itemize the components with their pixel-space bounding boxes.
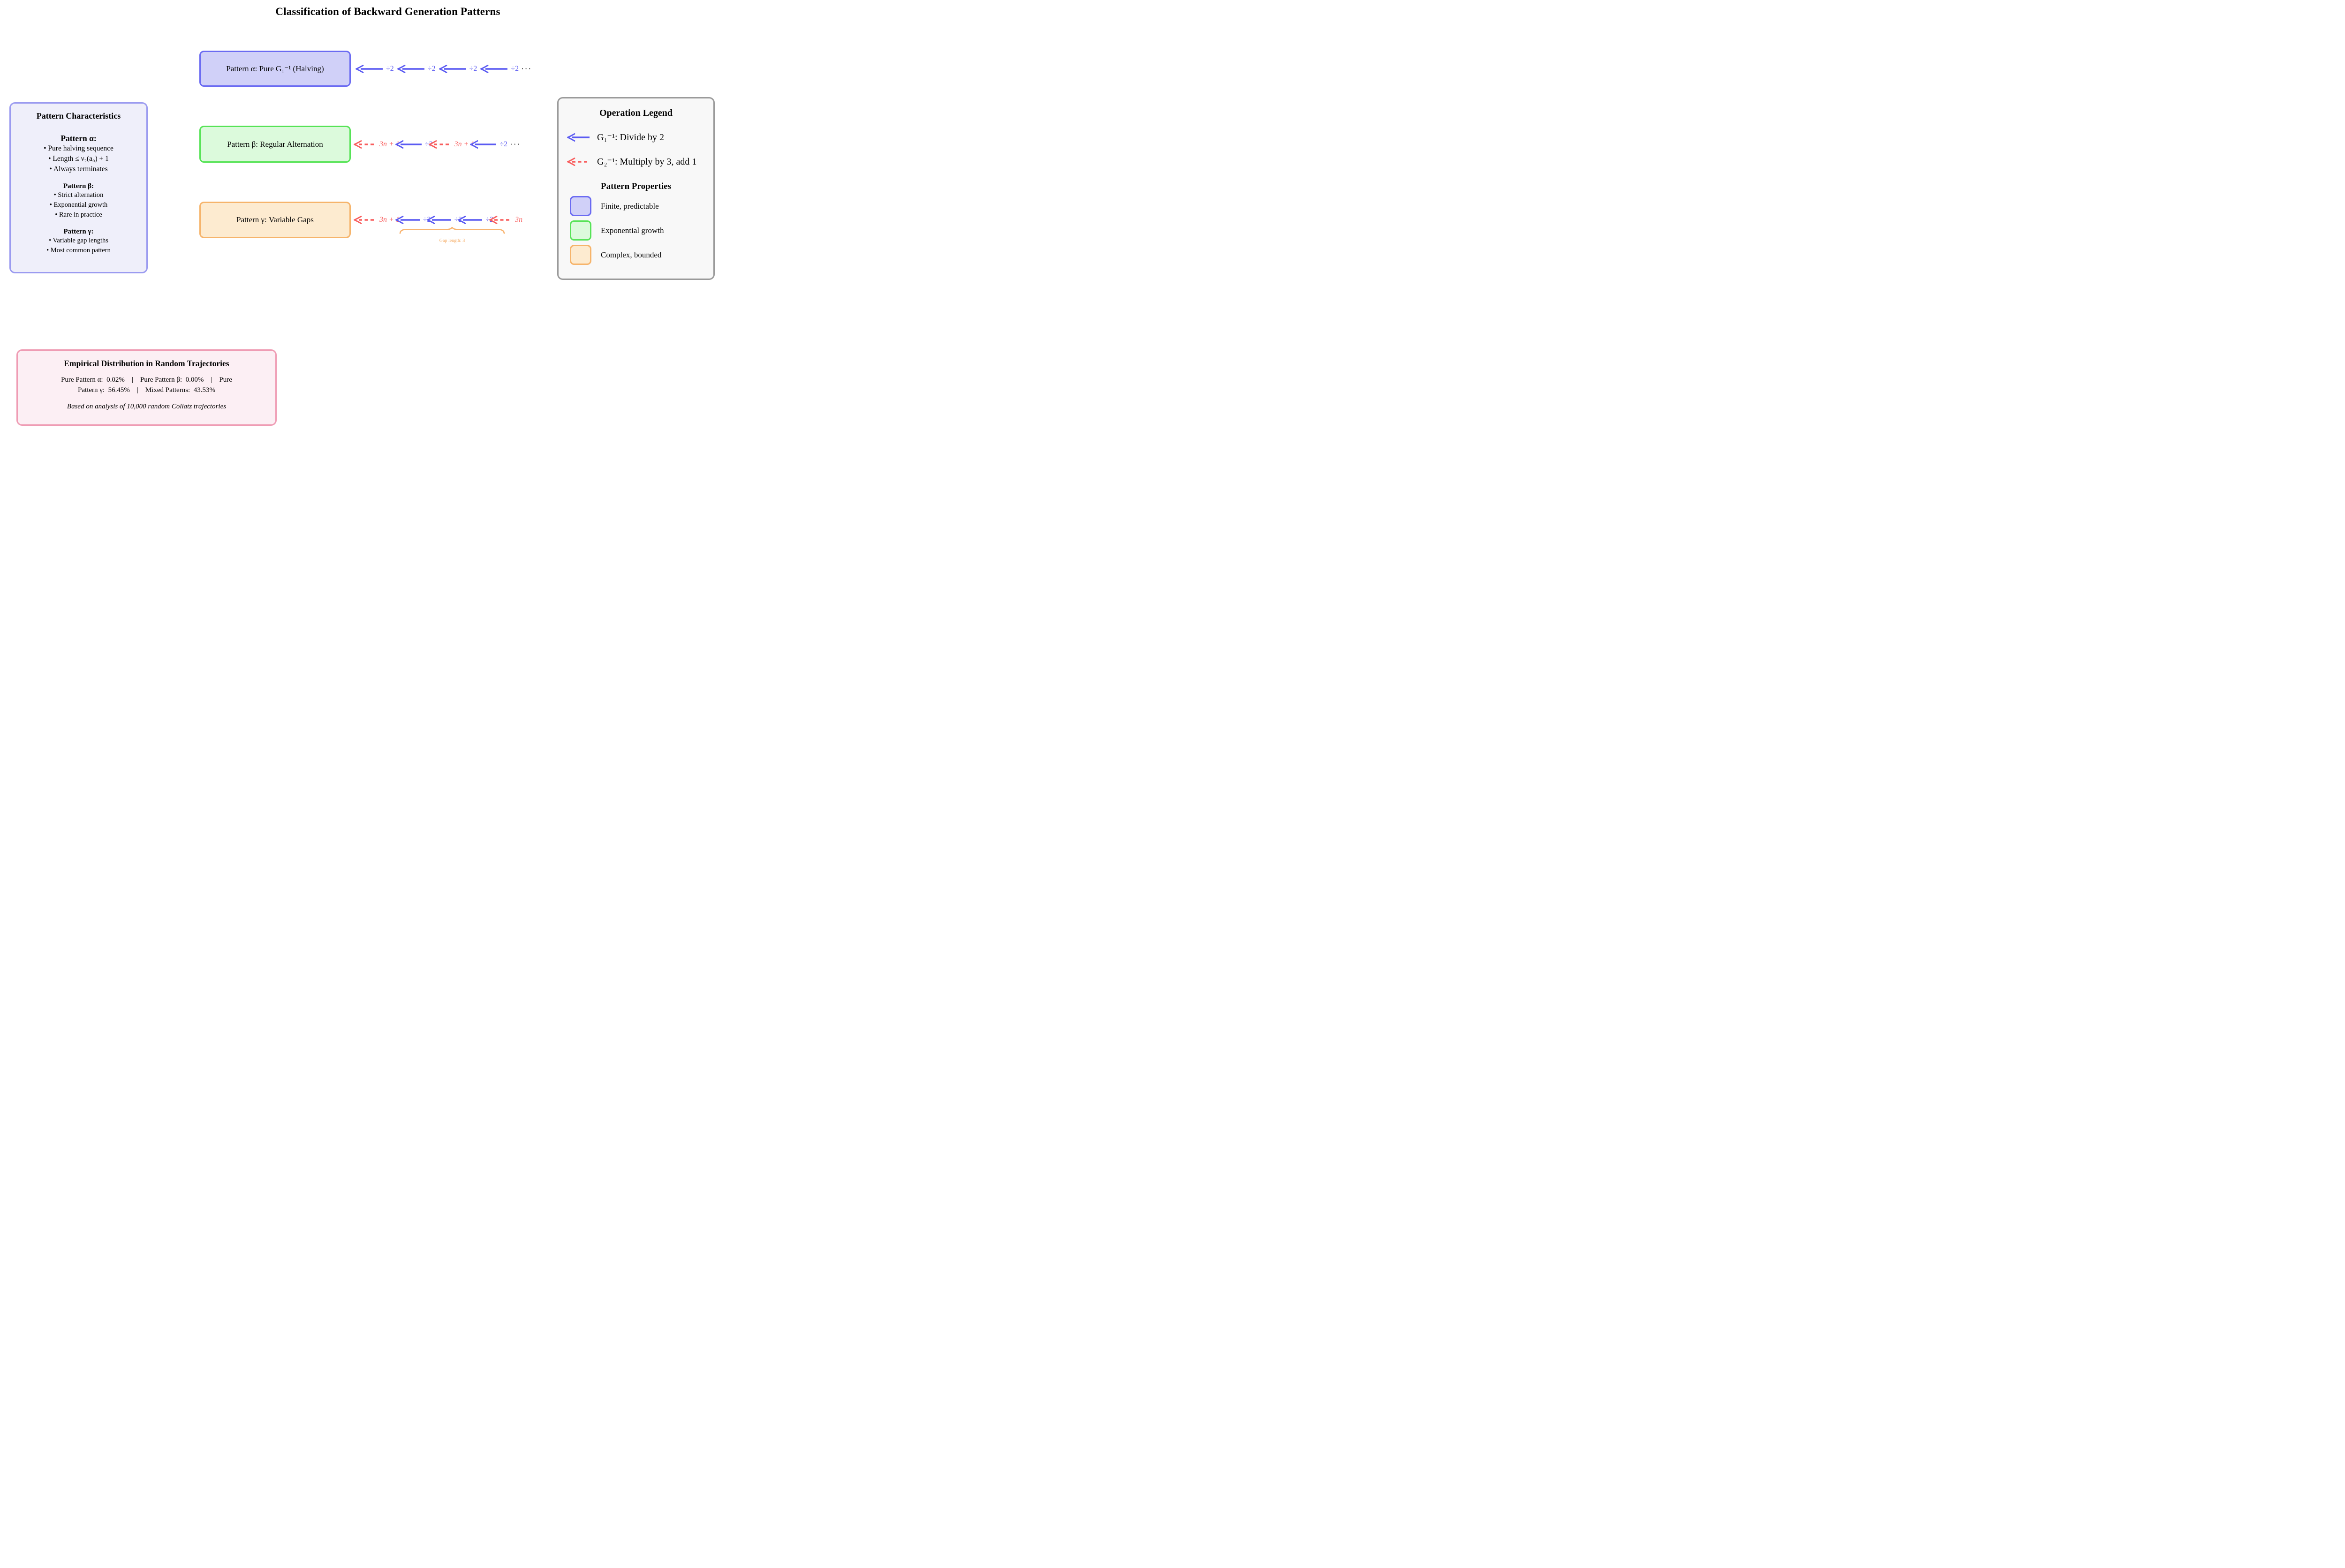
pattern-bullet-item: • Most common pattern — [46, 247, 111, 254]
divide-arrow — [457, 215, 483, 225]
legend-property-label: Complex, bounded — [601, 250, 662, 259]
pattern-bullet-item: • Variable gap lengths — [49, 237, 108, 244]
divide-by-2-arrow-icon — [439, 64, 466, 73]
empirical-note: Based on analysis of 10,000 random Colla… — [67, 403, 227, 410]
multiply-3n-plus-1-arrow-icon — [354, 140, 376, 149]
pattern-characteristics-panel: Pattern Characteristics Pattern α:• Pure… — [9, 102, 148, 273]
pattern-beta-box: Pattern β: Regular Alternation — [199, 126, 351, 163]
multiply-arrow — [488, 215, 513, 225]
operation-step-label: ÷2 — [427, 64, 436, 73]
pattern-gamma-label: Pattern γ: Variable Gaps — [236, 215, 314, 224]
divide-by-2-arrow-icon — [395, 216, 420, 224]
divide-by-2-arrow-icon — [356, 64, 383, 73]
legend-property-row: Exponential growth — [570, 220, 713, 241]
multiply-arrow — [353, 140, 377, 149]
pattern-bullet-item: • Rare in practice — [55, 211, 102, 219]
divide-by-2-arrow-icon — [397, 64, 424, 73]
operation-step-label: ÷2 — [469, 64, 477, 73]
empirical-stats: Pure Pattern α: 0.02% | Pure Pattern β: … — [18, 375, 275, 395]
empirical-distribution-panel: Empirical Distribution in Random Traject… — [16, 349, 277, 426]
legend-operation-label: G₂⁻¹: Multiply by 3, add 1 — [597, 157, 697, 167]
legend-operations: G₁⁻¹: Divide by 2 G₂⁻¹: Multiply by 3, ad… — [559, 131, 713, 167]
legend-operation-row: G₂⁻¹: Multiply by 3, add 1 — [566, 156, 713, 167]
multiply-3n-plus-1-arrow-icon — [567, 157, 590, 166]
legend-property-row: Complex, bounded — [570, 245, 713, 265]
multiply-3n-plus-1-arrow-icon — [354, 216, 376, 224]
empirical-stats-line-2: Pattern γ: 56.45% | Mixed Patterns: 43.5… — [78, 386, 215, 394]
pattern-gamma-box: Pattern γ: Variable Gaps — [199, 202, 351, 238]
legend-property-label: Finite, predictable — [601, 201, 659, 211]
pattern-color-swatch — [570, 220, 591, 241]
pattern-properties-title: Pattern Properties — [600, 181, 671, 191]
operation-step-label: ÷2 — [511, 64, 519, 73]
pattern-alpha-label: Pattern α: Pure G₁⁻¹ (Halving) — [226, 64, 324, 73]
operation-step-label: ÷2 — [386, 64, 394, 73]
multiply-arrow — [566, 157, 590, 166]
legend-title: Operation Legend — [599, 108, 673, 118]
gap-brace-icon — [399, 227, 505, 234]
empirical-title: Empirical Distribution in Random Traject… — [64, 359, 229, 368]
divide-arrow — [394, 215, 421, 225]
divide-arrow — [566, 133, 590, 142]
multiply-3n-plus-1-arrow-icon — [428, 140, 451, 149]
legend-operation-row: G₁⁻¹: Divide by 2 — [566, 131, 713, 143]
continuation-ellipsis: ··· — [510, 139, 521, 149]
characteristics-title: Pattern Characteristics — [36, 111, 121, 121]
divide-arrow — [438, 64, 467, 74]
continuation-ellipsis: ··· — [521, 64, 532, 73]
pattern-color-swatch — [570, 196, 591, 216]
divide-by-2-arrow-icon — [480, 64, 508, 73]
pattern-color-swatch — [570, 245, 591, 265]
divide-arrow — [426, 215, 452, 225]
pattern-alpha-box: Pattern α: Pure G₁⁻¹ (Halving) — [199, 51, 351, 87]
operation-step-label: 3n — [515, 216, 523, 224]
pattern-bullet-item: • Exponential growth — [49, 201, 108, 209]
divide-by-2-arrow-icon — [567, 133, 590, 142]
operation-legend-panel: Operation Legend G₁⁻¹: Divide by 2 G₂⁻¹: … — [557, 97, 715, 280]
legend-operation-label: G₁⁻¹: Divide by 2 — [597, 132, 664, 143]
divide-arrow — [355, 64, 384, 74]
divide-by-2-arrow-icon — [395, 140, 422, 149]
gap-length-label: Gap length: 3 — [439, 238, 465, 243]
legend-property-row: Finite, predictable — [570, 196, 713, 216]
divide-arrow — [479, 64, 508, 74]
divide-by-2-arrow-icon — [426, 216, 451, 224]
pattern-beta-label: Pattern β: Regular Alternation — [227, 139, 323, 149]
pattern-section-heading: Pattern α: — [61, 134, 97, 143]
diagram-canvas: { "title": "Classification of Backward G… — [0, 0, 735, 429]
characteristics-sections: Pattern α:• Pure halving sequence • Lengt… — [11, 134, 146, 256]
pattern-section-heading: Pattern γ: — [63, 228, 94, 235]
multiply-arrow — [428, 140, 452, 149]
divide-arrow — [396, 64, 425, 74]
divide-by-2-arrow-icon — [470, 140, 497, 149]
multiply-3n-plus-1-arrow-icon — [489, 216, 512, 224]
diagram-title: Classification of Backward Generation Pa… — [275, 6, 500, 17]
pattern-bullet-item: • Pure halving sequence — [44, 144, 113, 152]
pattern-alpha-operation-sequence: ÷2÷2÷2÷2··· — [355, 51, 532, 87]
legend-property-label: Exponential growth — [601, 226, 664, 235]
empirical-stats-line-1: Pure Pattern α: 0.02% | Pure Pattern β: … — [61, 376, 232, 384]
pattern-bullet-item: • Length ≤ ν₂(a₀) + 1 — [48, 155, 109, 163]
divide-arrow — [394, 140, 423, 149]
multiply-arrow — [353, 215, 377, 225]
pattern-section-heading: Pattern β: — [63, 182, 94, 190]
pattern-bullet-item: • Always terminates — [49, 165, 108, 173]
divide-arrow — [469, 140, 497, 149]
pattern-bullet-item: • Strict alternation — [53, 191, 104, 199]
divide-by-2-arrow-icon — [458, 216, 483, 224]
operation-step-label: ÷2 — [499, 140, 508, 148]
